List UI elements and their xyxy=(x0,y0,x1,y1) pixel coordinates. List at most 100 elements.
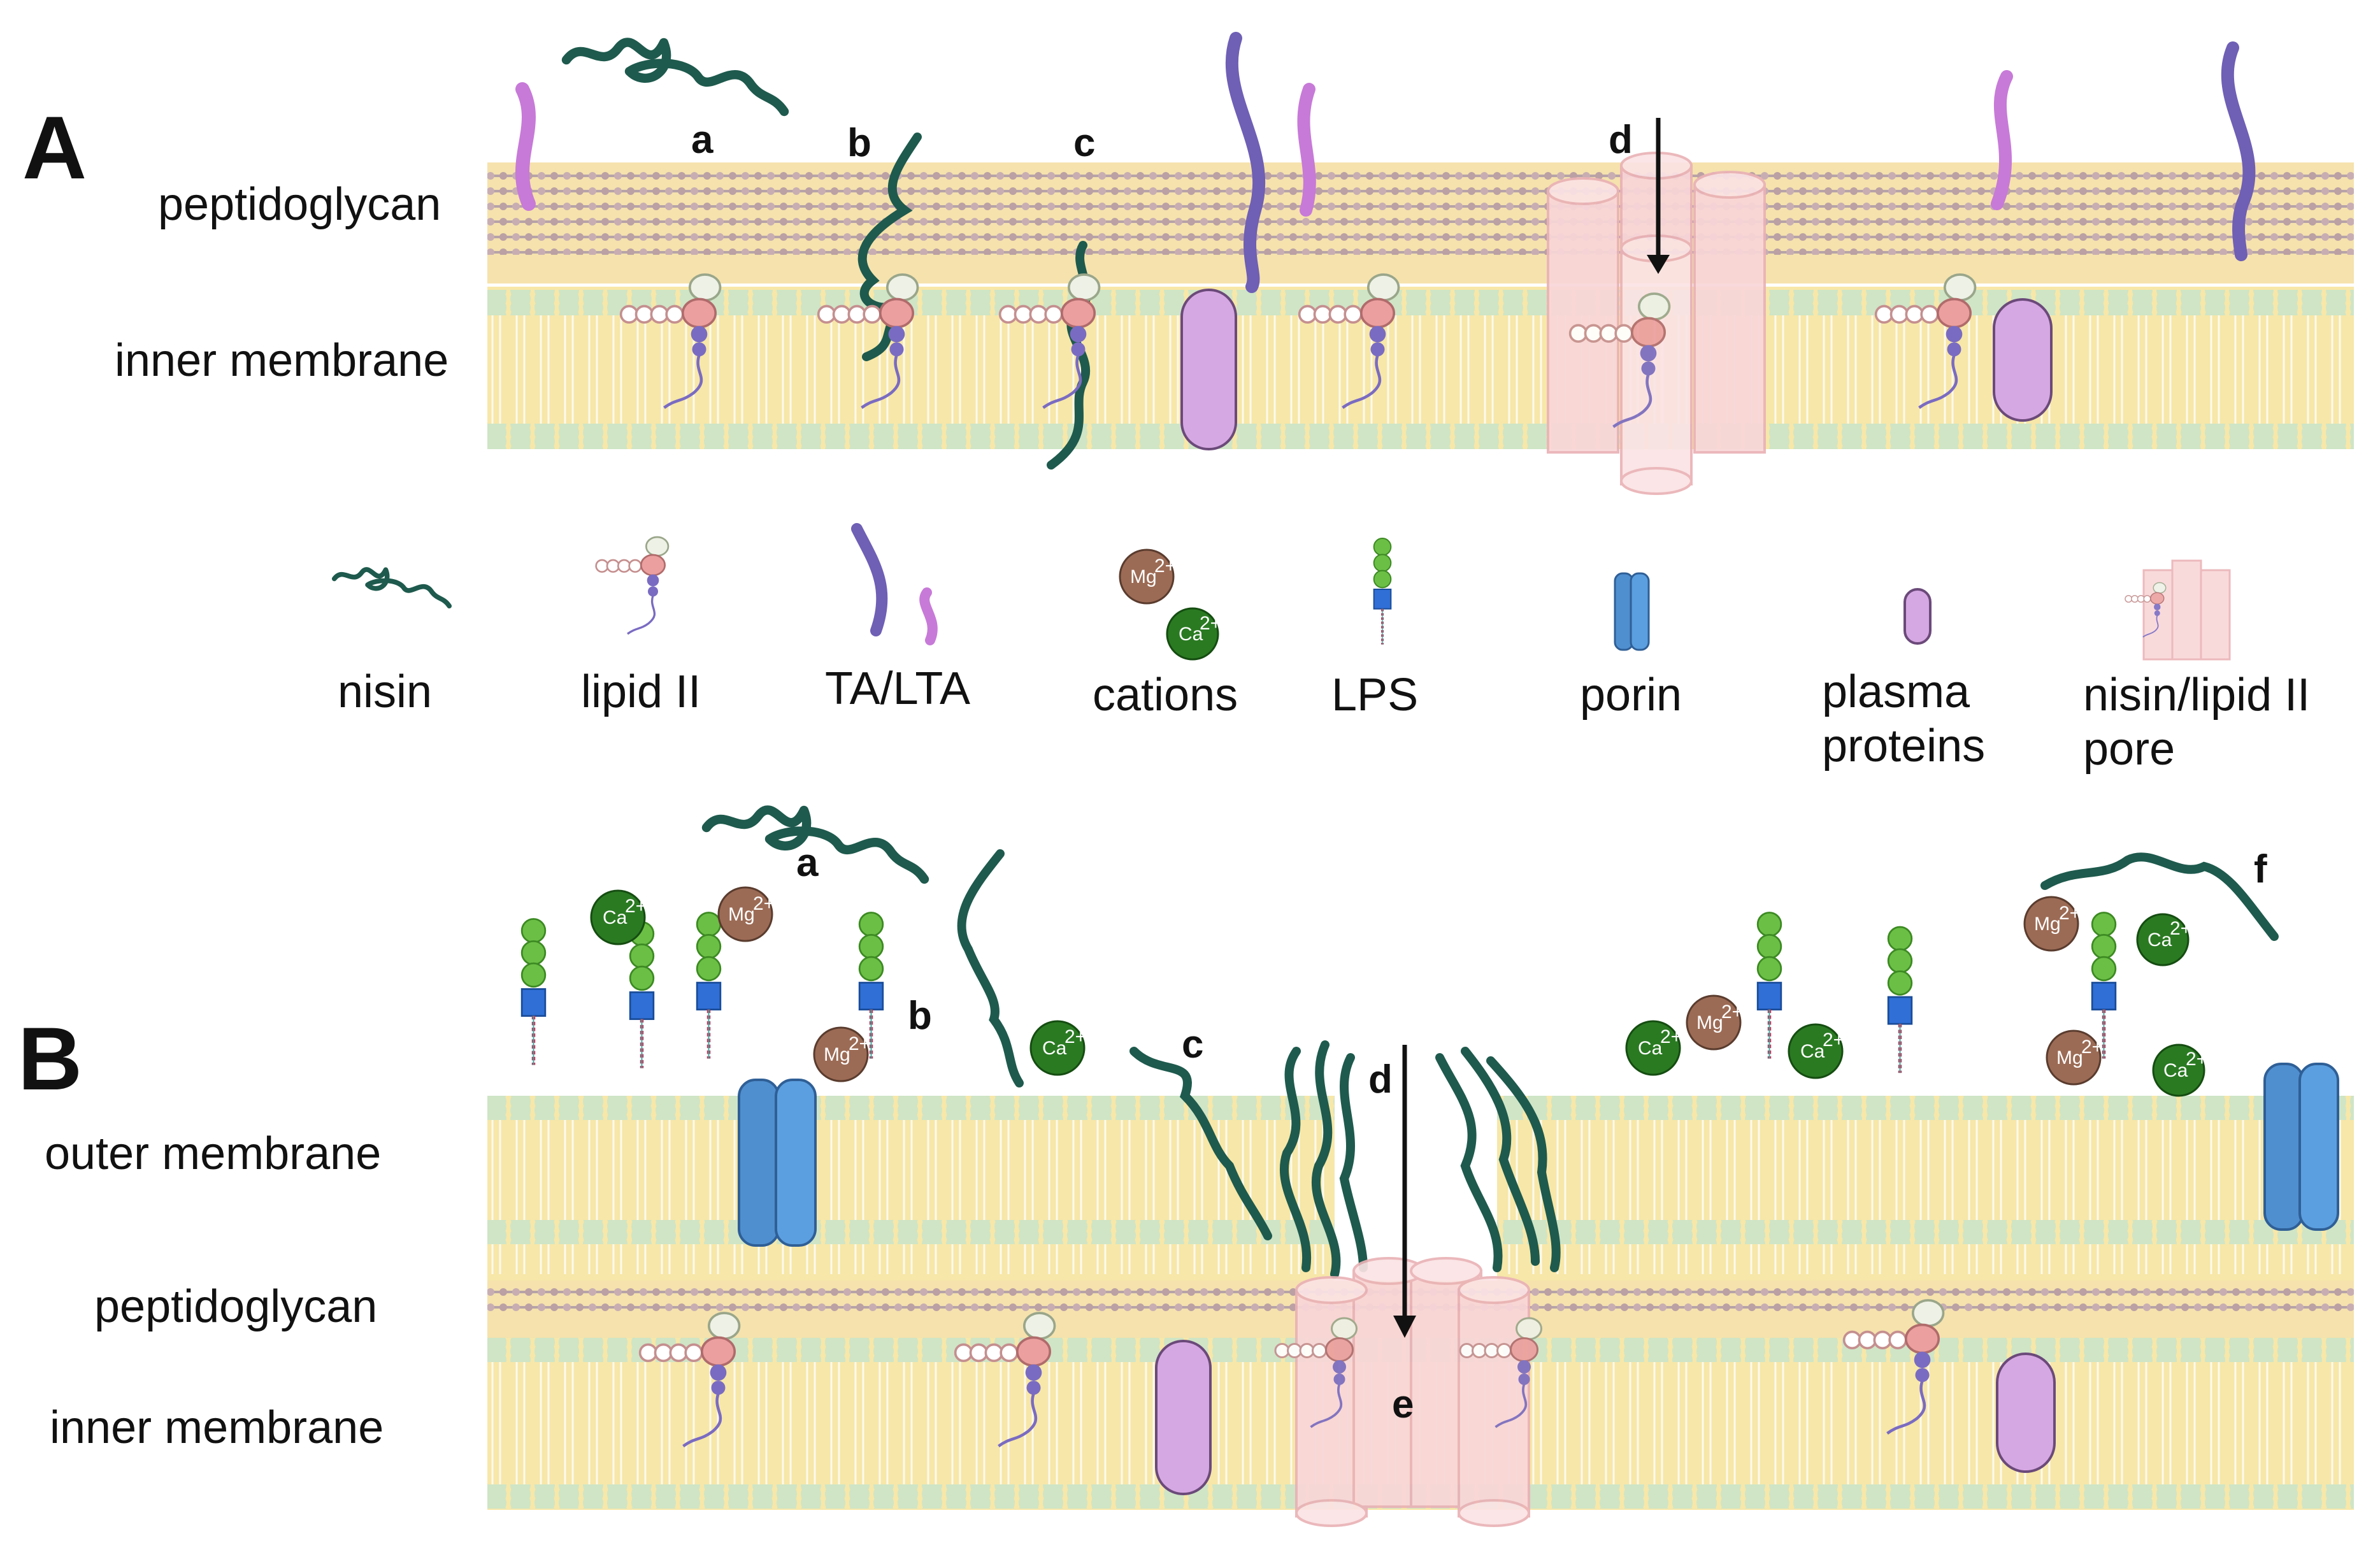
ca-ion: Ca2+ xyxy=(1625,1020,1682,1076)
lipid-ii-icon xyxy=(595,536,670,635)
pore-arrowhead-b xyxy=(1393,1316,1416,1338)
ion-charge: 2+ xyxy=(849,1033,870,1054)
ion-charge: 2+ xyxy=(1660,1026,1682,1047)
ion-label: Mg xyxy=(2034,914,2061,935)
plasma-protein xyxy=(1155,1340,1212,1495)
lps-molecule xyxy=(522,919,545,1065)
legend: Mg 2+ Ca 2+ nisin lipid II TA/LTA xyxy=(334,523,2323,775)
ion-charge: 2+ xyxy=(753,893,775,914)
nisin-molecule xyxy=(957,849,1024,1087)
lta-icon-part xyxy=(919,587,938,645)
cations-icon: Mg 2+ Ca 2+ xyxy=(1119,549,1221,661)
plasma-protein-icon xyxy=(1903,588,1932,645)
pore-icon xyxy=(2125,559,2231,661)
lps-molecule xyxy=(1758,913,1781,1059)
porin xyxy=(738,1079,817,1247)
ion-charge: 2+ xyxy=(2059,903,2081,924)
legend-label-nisin: nisin xyxy=(338,666,432,717)
ion-charge: 2+ xyxy=(1721,1001,1743,1023)
ca-ion: Ca2+ xyxy=(1788,1023,1844,1079)
region-label-peptidoglycan-a: peptidoglycan xyxy=(158,179,441,230)
plasma-protein xyxy=(1996,1353,2056,1473)
nisin-lipid-ii-pore xyxy=(1547,152,1766,495)
step-a-label-d: d xyxy=(1609,118,1633,162)
lps-molecule xyxy=(697,913,720,1059)
pore-arrowhead-a xyxy=(1647,255,1670,274)
ion-charge: 2+ xyxy=(1065,1026,1086,1047)
nisin-lipid-ii-pore xyxy=(1274,1257,1543,1527)
ca-ion: Ca2+ xyxy=(1029,1020,1086,1076)
legend-label-lps: LPS xyxy=(1331,670,1418,721)
ion-charge: 2+ xyxy=(2186,1049,2207,1070)
step-b-label-d: d xyxy=(1368,1058,1393,1102)
outer-membrane-heads-bottom-left xyxy=(487,1220,1335,1244)
lta-strand xyxy=(515,82,536,211)
ion-charge: 2+ xyxy=(1823,1030,1844,1051)
porin xyxy=(2263,1063,2339,1231)
ta-strand xyxy=(2221,41,2256,261)
nisin-pore-cluster xyxy=(1279,1040,1561,1279)
ion-charge: 2+ xyxy=(2081,1037,2103,1058)
step-b-label-e: e xyxy=(1392,1382,1414,1426)
mg-ion: Mg2+ xyxy=(2046,1030,2103,1086)
region-label-outer-membrane-b: outer membrane xyxy=(45,1128,381,1179)
mg-ion: Mg2+ xyxy=(1686,994,1743,1051)
step-a-label-c: c xyxy=(1073,121,1095,165)
ca-ion: Ca2+ xyxy=(2152,1044,2207,1097)
step-b-label-f: f xyxy=(2254,847,2267,891)
region-label-inner-membrane-b: inner membrane xyxy=(50,1402,384,1453)
ion-label: Ca xyxy=(1042,1038,1067,1059)
ion-label: Ca xyxy=(1638,1038,1663,1059)
plasma-protein xyxy=(1180,289,1237,450)
step-b-label-a: a xyxy=(796,841,819,885)
step-b-label-c: c xyxy=(1182,1023,1203,1066)
inner-membrane-tails-a xyxy=(487,299,2354,436)
mg-charge-text: 2+ xyxy=(1154,556,1176,577)
ca-charge-text: 2+ xyxy=(1200,613,1221,634)
nisin-molecule xyxy=(1129,1047,1272,1240)
ca-ion: Ca2+ xyxy=(2136,913,2191,966)
step-b-label-b: b xyxy=(908,994,932,1038)
lps-molecule xyxy=(630,922,654,1068)
legend-label-ta-lta: TA/LTA xyxy=(825,663,970,714)
ion-label: Ca xyxy=(1800,1041,1825,1062)
mg-ion: Mg2+ xyxy=(717,886,775,942)
outer-membrane-heads-top-right xyxy=(1497,1096,2354,1120)
peptidoglycan-mesh-a xyxy=(487,164,2354,210)
porin-icon xyxy=(1614,572,1650,651)
ion-label: Ca xyxy=(603,907,627,928)
legend-label-porin: porin xyxy=(1580,670,1682,721)
lps-icon xyxy=(1372,537,1393,646)
lps-molecule xyxy=(1888,927,1912,1073)
legend-label-pore: nisin/lipid II pore xyxy=(2083,670,2323,775)
plasma-protein xyxy=(1993,298,2053,422)
legend-label-cations: cations xyxy=(1093,670,1238,721)
peptidoglycan-mesh-a2 xyxy=(487,217,2354,255)
ion-charge: 2+ xyxy=(625,896,647,917)
mg-ion: Mg2+ xyxy=(2023,896,2081,952)
region-label-peptidoglycan-b: peptidoglycan xyxy=(94,1281,377,1332)
lta-strand xyxy=(1991,70,2013,210)
nisin-molecule xyxy=(566,42,784,111)
inner-membrane-heads-top-a xyxy=(487,290,2354,315)
legend-label-plasma-proteins: plasma proteins xyxy=(1822,666,1985,772)
inner-membrane-heads-bottom-a xyxy=(487,424,2354,449)
outer-membrane-tails-right xyxy=(1497,1109,2354,1274)
ion-label: Ca xyxy=(2147,929,2172,951)
panel-a: peptidoglycan inner membrane xyxy=(115,32,2354,495)
ta-strand xyxy=(1225,32,1266,293)
panel-a-label: A xyxy=(22,97,87,197)
ion-label: Mg xyxy=(1696,1012,1723,1033)
outer-membrane-tails-left xyxy=(487,1109,1335,1274)
ion-label: Ca xyxy=(2163,1060,2188,1081)
mg-ion-text: Mg xyxy=(1130,566,1157,587)
ta-lta-icon xyxy=(851,523,888,636)
legend-label-lipid-ii: lipid II xyxy=(581,666,701,717)
lta-strand xyxy=(1297,83,1316,217)
ca-ion-text: Ca xyxy=(1179,624,1203,645)
ion-label: Mg xyxy=(2056,1047,2083,1068)
ca-ion: Ca2+ xyxy=(590,889,647,945)
region-label-inner-membrane-a: inner membrane xyxy=(115,335,448,386)
nisin-icon xyxy=(334,570,450,606)
